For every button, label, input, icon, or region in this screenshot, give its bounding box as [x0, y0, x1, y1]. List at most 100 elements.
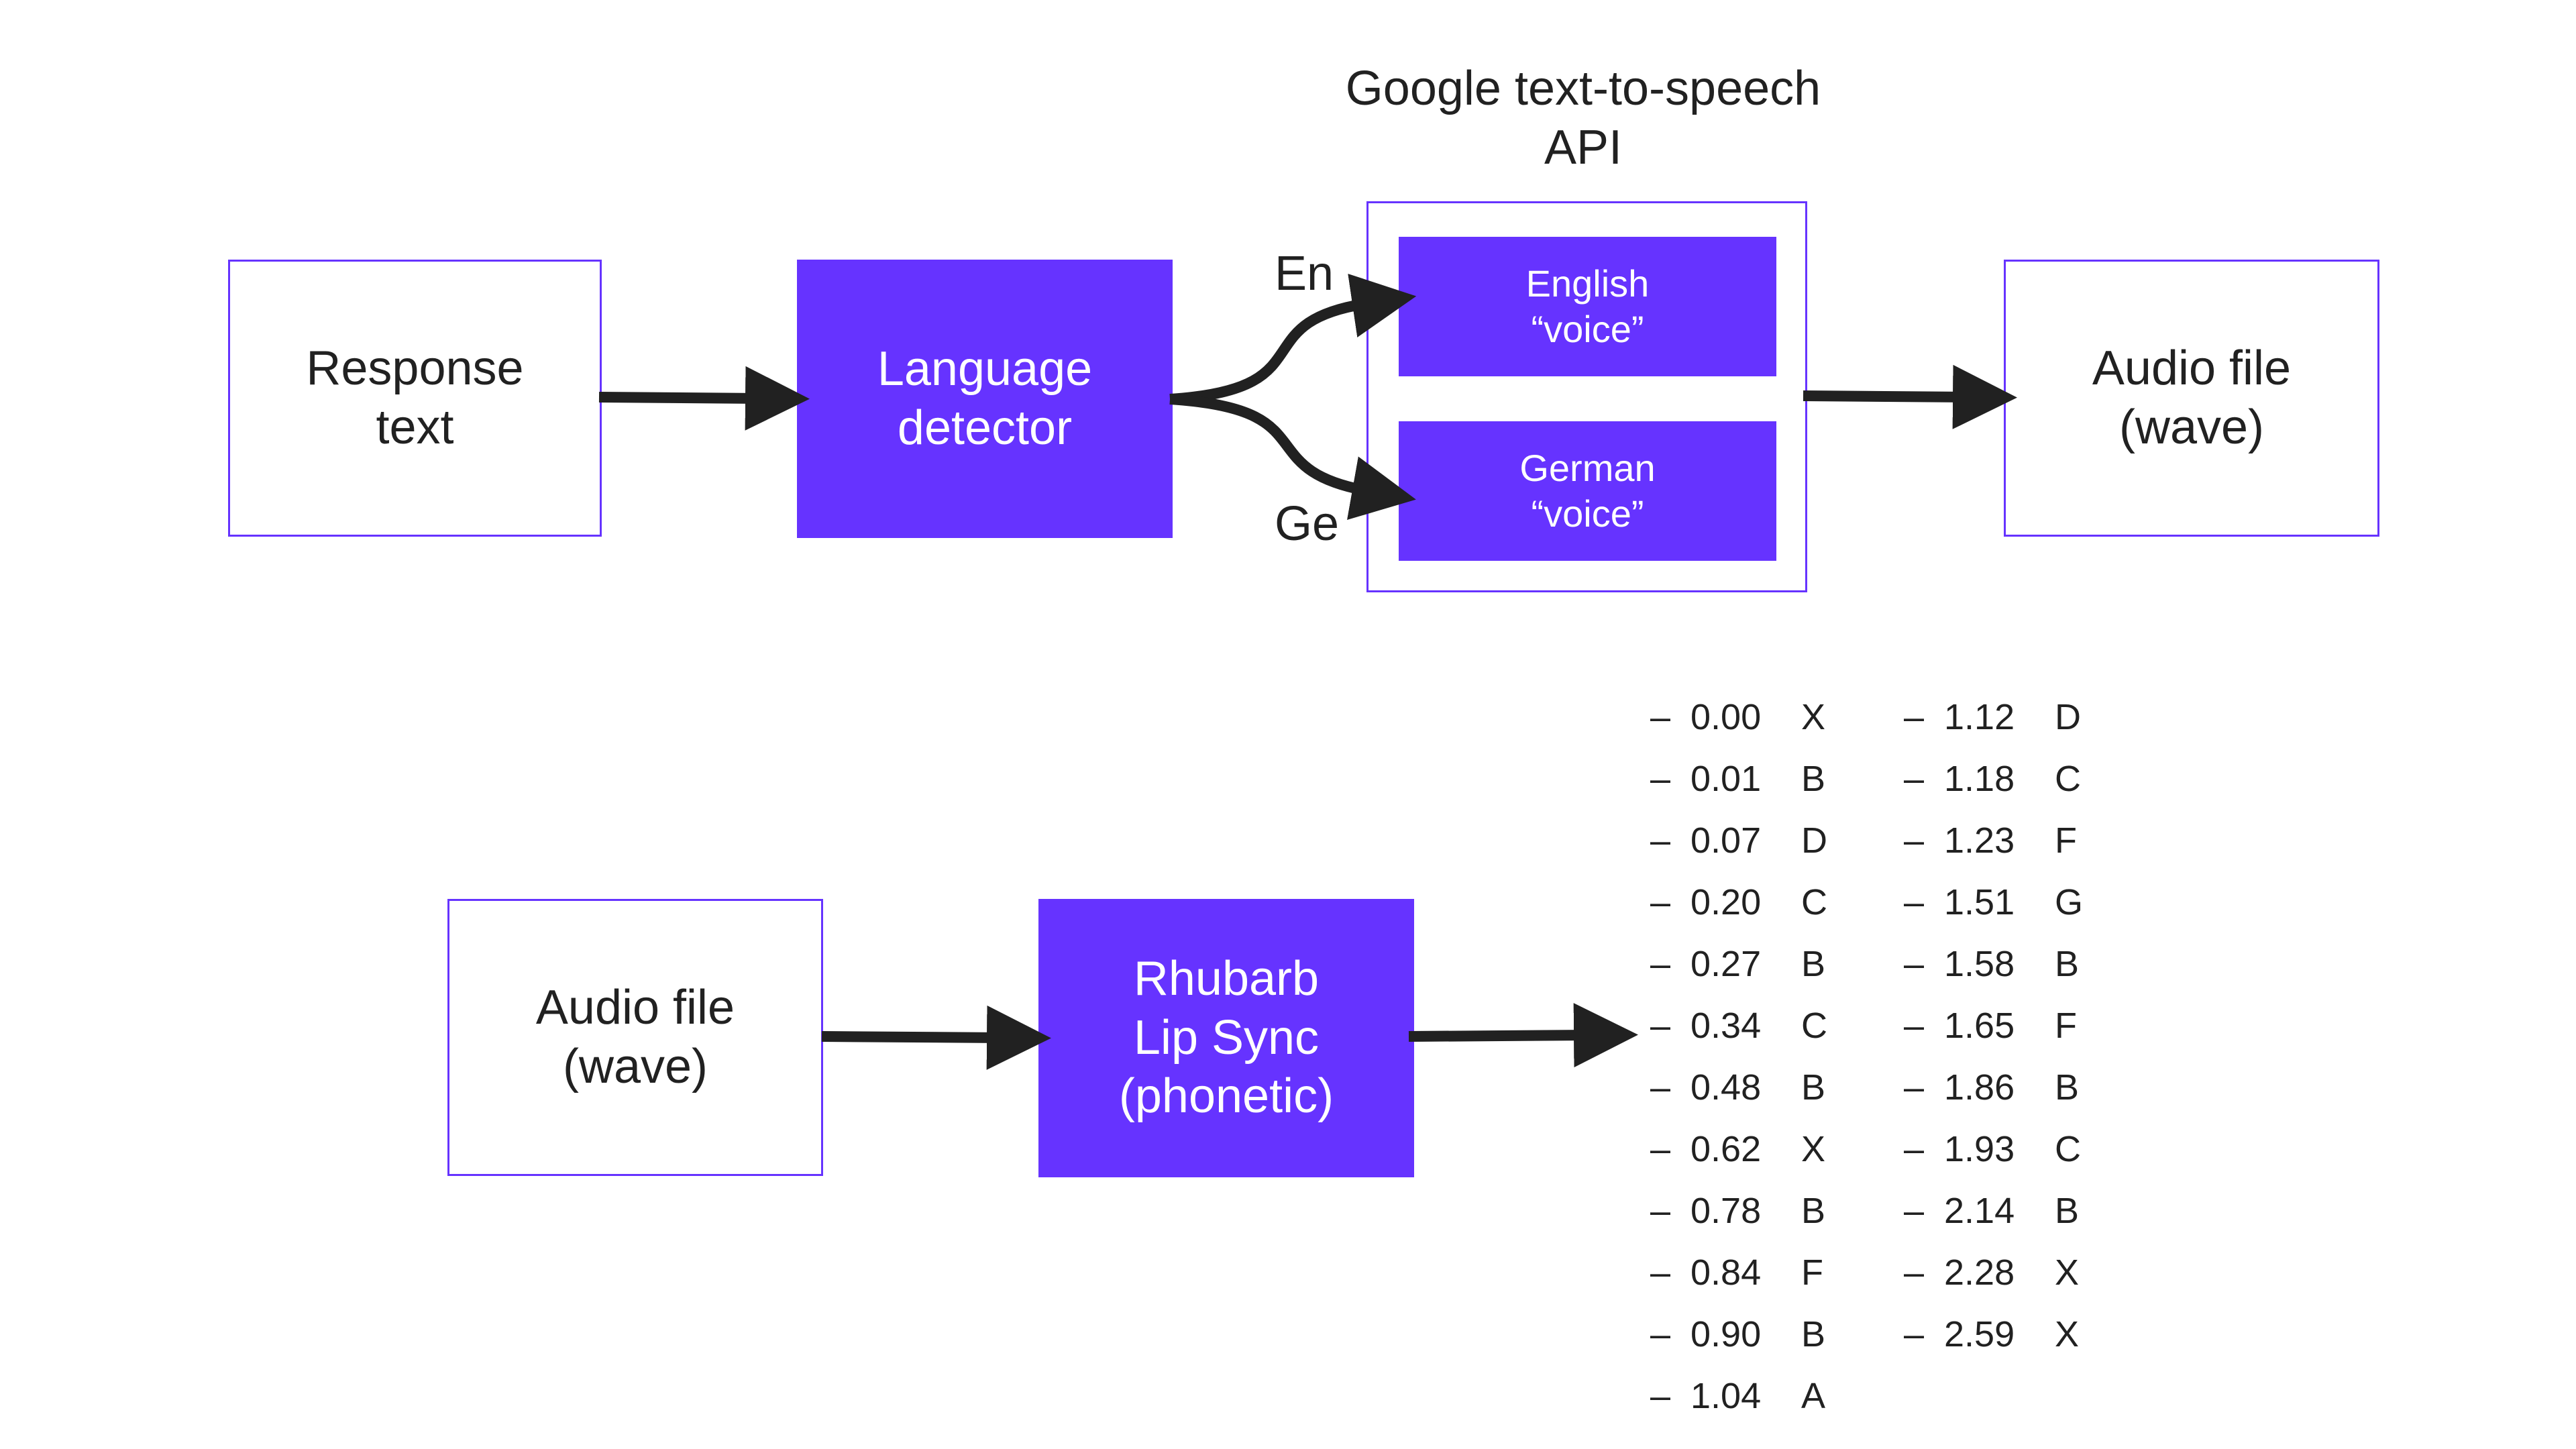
cue-time: 1.04 [1690, 1376, 1762, 1416]
cue-time: 1.51 [1944, 882, 2015, 922]
mouth-cue-row: –0.01 B [1650, 748, 1865, 810]
cue-mouth-shape: X [2055, 1314, 2080, 1354]
cue-time: 0.34 [1690, 1006, 1762, 1046]
mouth-cue-row: –2.14 B [1904, 1180, 2118, 1242]
cue-mouth-shape: B [1801, 759, 1826, 799]
mouth-cue-row: –1.58 B [1904, 933, 2118, 995]
list-bullet: – [1650, 944, 1671, 984]
list-bullet: – [1650, 1006, 1671, 1046]
list-bullet: – [1904, 1067, 1925, 1108]
cue-mouth-shape: B [2055, 944, 2080, 984]
cue-mouth-shape: C [2055, 759, 2081, 799]
cue-time: 0.01 [1690, 759, 1762, 799]
cue-time: 0.84 [1690, 1252, 1762, 1293]
list-bullet: – [1904, 1252, 1925, 1293]
list-bullet: – [1650, 882, 1671, 922]
english-voice-label: English “voice” [1525, 262, 1650, 350]
mouth-cue-row: –0.07 D [1650, 810, 1865, 871]
list-bullet: – [1904, 944, 1925, 984]
cue-time: 2.59 [1944, 1314, 2015, 1354]
cue-mouth-shape: B [2055, 1191, 2080, 1231]
rhubarb-lip-sync-box: Rhubarb Lip Sync (phonetic) [1038, 899, 1414, 1177]
response-text-box: Response text [228, 260, 602, 537]
cue-mouth-shape: X [2055, 1252, 2080, 1293]
list-bullet: – [1650, 1129, 1671, 1169]
cue-mouth-shape: C [1801, 882, 1827, 922]
language-detector-label: Language detector [877, 341, 1093, 455]
list-bullet: – [1650, 697, 1671, 737]
cue-time: 0.27 [1690, 944, 1762, 984]
german-voice-box: German “voice” [1399, 421, 1776, 561]
english-voice-box: English “voice” [1399, 237, 1776, 376]
list-bullet: – [1904, 820, 1925, 861]
cue-mouth-shape: D [2055, 697, 2081, 737]
cue-time: 1.12 [1944, 697, 2015, 737]
arrow-tts-to-audio [1803, 364, 2017, 429]
mouth-cue-row: –0.90 B [1650, 1303, 1865, 1365]
rhubarb-lip-sync-label: Rhubarb Lip Sync (phonetic) [1118, 951, 1334, 1124]
list-bullet: – [1650, 759, 1671, 799]
cue-time: 0.62 [1690, 1129, 1762, 1169]
list-bullet: – [1650, 1067, 1671, 1108]
mouth-cue-row: –1.65 F [1904, 995, 2118, 1057]
arrow-audio-to-rhubarb [821, 1005, 1051, 1070]
cue-time: 1.18 [1944, 759, 2015, 799]
arrow-detector-to-german [1169, 394, 1416, 521]
cue-time: 1.58 [1944, 944, 2015, 984]
response-text-label: Response text [306, 341, 524, 454]
list-bullet: – [1650, 1314, 1671, 1354]
audio-file-box-input: Audio file (wave) [447, 899, 823, 1176]
cue-mouth-shape: D [1801, 820, 1827, 861]
german-voice-label: German “voice” [1519, 446, 1656, 535]
cue-mouth-shape: B [1801, 1067, 1826, 1108]
cue-mouth-shape: F [2055, 820, 2077, 861]
list-bullet: – [1904, 1006, 1925, 1046]
cue-mouth-shape: F [2055, 1006, 2077, 1046]
list-bullet: – [1904, 697, 1925, 737]
mouth-cue-row: –1.51 G [1904, 871, 2118, 933]
cue-time: 0.07 [1690, 820, 1762, 861]
cue-mouth-shape: A [1801, 1376, 1826, 1416]
branch-label-en: En [1275, 247, 1334, 301]
cue-time: 0.78 [1690, 1191, 1762, 1231]
cue-mouth-shape: G [2055, 882, 2084, 922]
cue-time: 0.00 [1690, 697, 1762, 737]
cue-mouth-shape: C [1801, 1006, 1827, 1046]
mouth-cue-row: –0.48 B [1650, 1057, 1865, 1118]
list-bullet: – [1904, 1191, 1925, 1231]
cue-time: 1.65 [1944, 1006, 2015, 1046]
list-bullet: – [1650, 1376, 1671, 1416]
cue-time: 0.48 [1690, 1067, 1762, 1108]
list-bullet: – [1650, 1191, 1671, 1231]
arrow-rhubarb-to-cues [1408, 1003, 1638, 1068]
list-bullet: – [1904, 882, 1925, 922]
cue-mouth-shape: B [1801, 1191, 1826, 1231]
cue-time: 0.90 [1690, 1314, 1762, 1354]
cue-mouth-shape: X [1801, 1129, 1826, 1169]
cue-time: 1.86 [1944, 1067, 2015, 1108]
language-detector-box: Language detector [797, 260, 1173, 538]
arrow-response-to-detector [598, 366, 810, 431]
tts-api-title: Google text-to-speech API [1345, 62, 1821, 174]
branch-label-ge: Ge [1275, 497, 1340, 551]
mouth-cue-row: –0.34 C [1650, 995, 1865, 1057]
list-bullet: – [1904, 1129, 1925, 1169]
mouth-cue-row: –1.12 D [1904, 686, 2118, 748]
cue-mouth-shape: B [1801, 1314, 1826, 1354]
mouth-cue-row: –0.78 B [1650, 1180, 1865, 1242]
list-bullet: – [1650, 820, 1671, 861]
cue-time: 2.14 [1944, 1191, 2015, 1231]
mouth-cue-row: –0.62 X [1650, 1118, 1865, 1180]
